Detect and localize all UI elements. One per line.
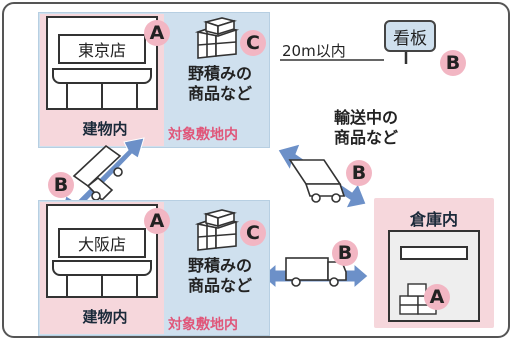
transit-label-line2: 商品など (333, 128, 398, 147)
signboard-text: 看板 (393, 28, 427, 49)
tokyo-door (66, 82, 138, 108)
tokyo-store-sign: 東京店 (58, 34, 146, 64)
osaka-goods-label-line2: 商品など (187, 276, 252, 295)
truck-right-icon (288, 159, 346, 203)
transit-badge-left: B (48, 172, 74, 198)
tokyo-store-name: 東京店 (77, 41, 126, 60)
tokyo-goods-boxes-icon (194, 17, 240, 59)
tokyo-premises-label: 対象敷地内 (168, 127, 238, 143)
osaka-store-sign: 大阪店 (58, 228, 146, 258)
tokyo-goods-label: 野積みの 商品など (172, 64, 268, 104)
signboard-icon: 看板 (384, 20, 436, 52)
tokyo-goods-label-line1: 野積みの (187, 64, 252, 83)
osaka-goods-badge: C (240, 220, 266, 246)
osaka-building-badge: A (144, 208, 170, 234)
osaka-goods-label-line1: 野積みの (187, 256, 252, 275)
transit-label: 輸送中の 商品など (316, 108, 416, 148)
osaka-premises-label: 対象敷地内 (168, 317, 238, 333)
warehouse-badge: A (424, 284, 450, 310)
tokyo-store-building: 東京店 (46, 16, 158, 110)
osaka-store-building: 大阪店 (46, 204, 158, 298)
tokyo-goods-label-line2: 商品など (187, 84, 252, 103)
signboard-distance: 20m以内 (282, 42, 346, 60)
transit-badge-middle: B (346, 160, 372, 186)
osaka-building-label: 建物内 (82, 308, 128, 326)
osaka-goods-label: 野積みの 商品など (172, 256, 268, 296)
tokyo-building-label: 建物内 (82, 120, 128, 138)
osaka-goods-boxes-icon (194, 209, 240, 251)
transit-badge-bottom: B (332, 240, 358, 266)
osaka-store-name: 大阪店 (77, 235, 126, 254)
transit-label-line1: 輸送中の (333, 108, 398, 127)
signboard-badge: B (440, 50, 466, 76)
truck-left-icon (72, 144, 123, 202)
tokyo-building-badge: A (144, 20, 170, 46)
warehouse-label: 倉庫内 (409, 210, 458, 229)
warehouse-shutter (400, 246, 468, 260)
osaka-door (66, 274, 138, 296)
tokyo-goods-badge: C (240, 30, 266, 56)
